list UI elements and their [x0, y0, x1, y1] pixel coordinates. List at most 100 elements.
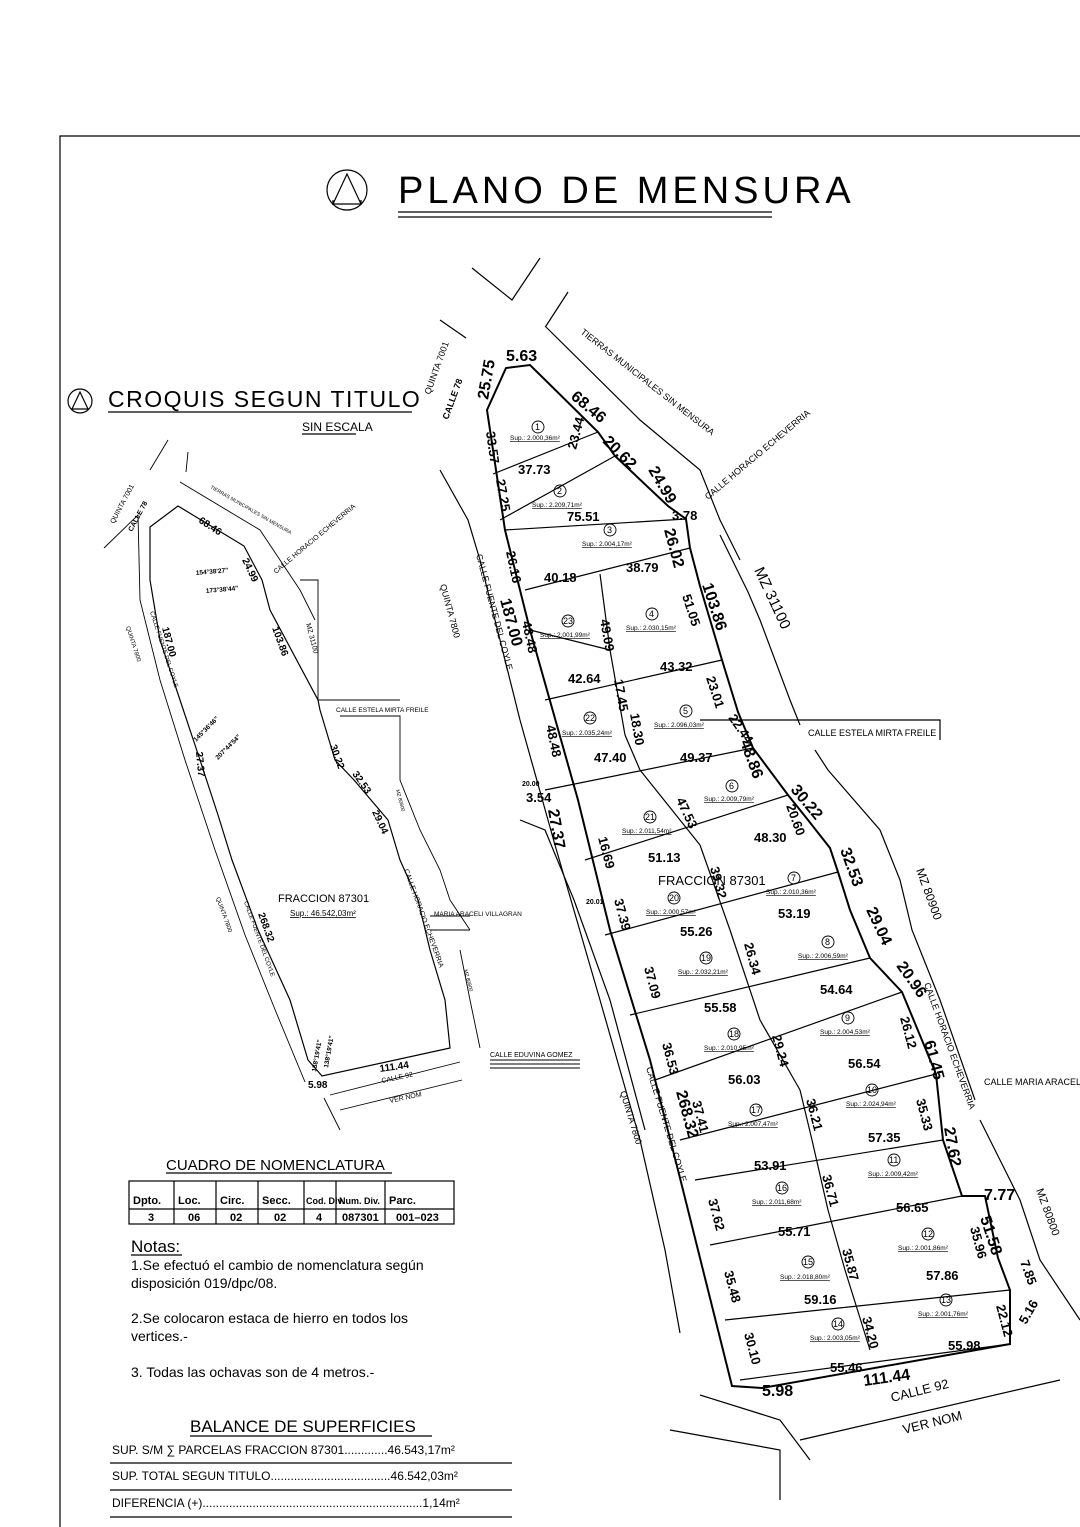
lot-area: Sup.: 2.001,76m²	[918, 1311, 969, 1318]
title-block: PLANO DE MENSURA	[326, 169, 855, 218]
dimension: 26.02	[660, 527, 687, 570]
dimension: 3.78	[672, 508, 697, 523]
balance-row: SUP. TOTAL SEGUN TITULO.................…	[112, 1469, 458, 1483]
dimension: 37.62	[705, 1197, 728, 1232]
dimension: 3.54	[526, 790, 552, 805]
dimension: 5.16	[1016, 1297, 1042, 1326]
dimension: 49.09	[597, 618, 617, 653]
lot-area: Sup.: 2.011,68m²	[752, 1199, 802, 1206]
lot-area: Sup.: 2.010,36m²	[766, 889, 817, 896]
dimension: 47.40	[594, 750, 627, 765]
croquis-angle: 145°36'46"	[192, 715, 221, 744]
dimension: 33.57	[483, 430, 502, 464]
croquis-parcel-outline	[149, 505, 451, 1077]
croquis-dimension: 27.37	[193, 751, 206, 777]
croquis-angle: 207°44'54"	[214, 733, 243, 762]
dimension: 26.34	[741, 941, 764, 977]
lot-area: Sup.: 2.035,24m²	[562, 730, 613, 737]
dimension: 22.12	[993, 1303, 1016, 1338]
street-label: CALLE MARIA ARACELI VILLAGRAN	[984, 1077, 1080, 1087]
dimension: 42.64	[568, 671, 601, 686]
lot-number: 2	[557, 486, 562, 496]
croquis-street-label: CALLE HORACIO ECHEVERRIA	[273, 503, 358, 576]
dimension: 56.54	[848, 1056, 881, 1071]
croquis-angle: 138°19'41"	[310, 1039, 324, 1072]
croquis-street-label: VER NOM	[389, 1091, 423, 1105]
croquis-street-line	[323, 1097, 341, 1131]
dimension: 54.64	[820, 982, 853, 997]
dimension: 29.04	[862, 905, 894, 949]
dimension: 40.18	[544, 570, 577, 585]
croquis-dimension: 32.53	[350, 769, 374, 796]
nomenclatura-header: Cod. Div.	[306, 1196, 344, 1206]
croquis-street-label: QUINTA 7800	[214, 897, 232, 934]
dimension: 36.71	[819, 1173, 842, 1208]
page-title: PLANO DE MENSURA	[398, 170, 855, 212]
dimension: 25.75	[475, 358, 499, 400]
dimension: 20.96	[893, 959, 930, 1002]
lot-area: Sup.: 2.010,95m²	[704, 1045, 755, 1052]
street-label: QUINTA 7001	[422, 340, 450, 395]
dimension: 16.69	[595, 835, 618, 870]
sheet-border	[59, 135, 1080, 1527]
dimension: 36.21	[803, 1097, 826, 1132]
lot-area: Sup.: 2.018,80m²	[780, 1274, 831, 1281]
street-label: CALLE 78	[440, 377, 464, 420]
lot-number: 16	[777, 1183, 787, 1193]
croquis-street-label: CALLE HORACIO ECHEVERRIA	[402, 868, 444, 969]
street-label-group: CALLE MARIA ARACELI VILLAGRAN	[984, 1077, 1080, 1087]
dimension: 55.98	[948, 1338, 981, 1353]
dimension: 55.26	[680, 924, 713, 939]
lot-number: 14	[833, 1319, 843, 1329]
dimension: 75.51	[567, 509, 600, 524]
dimension: 26.16	[503, 550, 524, 585]
dimension: 35.87	[839, 1247, 862, 1282]
lot-number: 13	[941, 1295, 951, 1305]
dimension: 35.33	[913, 1097, 936, 1132]
west-street-line	[439, 469, 681, 1334]
lot-number: 6	[729, 781, 734, 791]
survey-plan: QUINTA 7001 CALLE 78 TIERRAS MUNICIPALES…	[422, 257, 1080, 1500]
note-line: disposición 019/dpc/08.	[131, 1275, 277, 1291]
dimension: 37.09	[641, 965, 664, 1000]
croquis-superficie: Sup.: 46.542,03m²	[290, 909, 356, 918]
dimension: 57.35	[868, 1130, 901, 1145]
croquis-angle: 173°38'44"	[205, 584, 238, 595]
block-label: MZ 80900	[913, 866, 945, 922]
dimension: 5.63	[506, 348, 537, 365]
street-label: CALLE ESTELA MIRTA FREILE	[808, 728, 936, 738]
lot-number: 19	[701, 953, 711, 963]
dimension: 111.44	[862, 1367, 911, 1390]
dimension: 59.16	[804, 1292, 837, 1307]
dimension: 23.01	[703, 674, 727, 710]
dimension: 48.30	[754, 830, 787, 845]
street-corner-line	[545, 291, 569, 327]
lot-number: 12	[923, 1229, 933, 1239]
croquis-street-line	[149, 439, 169, 471]
nomenclatura-value: 02	[230, 1212, 242, 1224]
block-label: MZ 31100	[750, 565, 793, 632]
east-street-line	[979, 1119, 1080, 1321]
note-line: 3. Todas las ochavas son de 4 metros.-	[131, 1364, 375, 1380]
dimension: 48.48	[543, 724, 564, 759]
dimension: 7.85	[1017, 1258, 1040, 1287]
lot-number: 22	[585, 713, 595, 723]
dimension: 23.44	[564, 415, 587, 451]
croquis-dimension: 5.98	[308, 1080, 328, 1091]
croquis-street-line	[103, 513, 306, 1083]
dimension: 55.58	[704, 1000, 737, 1015]
